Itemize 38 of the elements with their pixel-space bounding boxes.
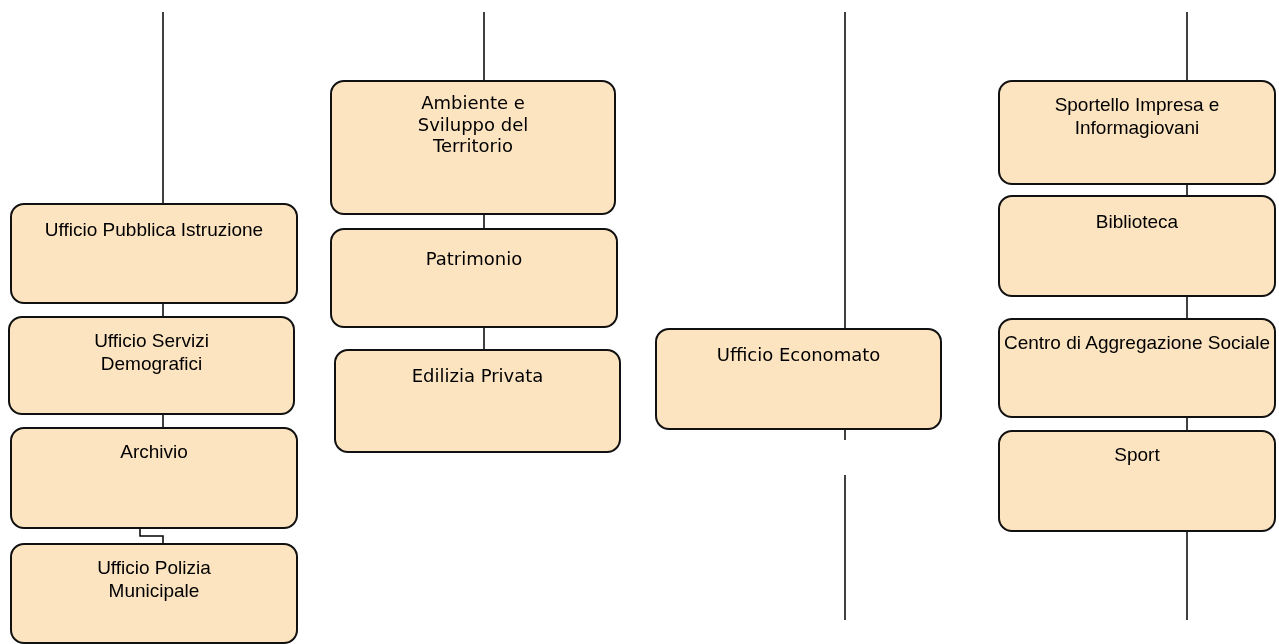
office-box	[10, 427, 298, 529]
office-name: Centro di Aggregazione Sociale	[1003, 332, 1271, 355]
connector-line	[1186, 11, 1188, 81]
connector-line	[1186, 296, 1188, 319]
office-box	[998, 318, 1276, 418]
office-box	[330, 228, 618, 328]
office-box	[8, 316, 295, 415]
office-name: Ufficio Servizi Demografici	[93, 330, 210, 376]
connector-line	[162, 11, 164, 204]
office-box	[998, 80, 1276, 185]
connector-line	[162, 414, 164, 428]
connector-line	[1186, 184, 1188, 196]
connector-line	[1186, 531, 1188, 621]
office-name: Edilizia Privata	[411, 365, 544, 387]
office-box	[334, 349, 621, 453]
office-box	[655, 328, 942, 430]
office-box	[330, 80, 616, 215]
office-name: Sportello Impresa e Informagiovani	[1053, 94, 1221, 140]
connector-line	[139, 528, 164, 544]
connector-line	[483, 327, 485, 350]
office-name: Ambiente e Sviluppo del Territorio	[416, 92, 530, 157]
office-name: Ufficio Polizia Municipale	[96, 557, 212, 603]
connector-line	[162, 303, 164, 317]
office-name: Patrimonio	[425, 248, 523, 270]
office-name: Sport	[1114, 444, 1160, 467]
office-box	[10, 543, 298, 644]
connector-line	[1186, 417, 1188, 431]
office-box	[10, 203, 298, 304]
connector-line	[483, 11, 485, 81]
connector-line	[844, 429, 846, 441]
office-box	[998, 430, 1276, 532]
office-box	[998, 195, 1276, 297]
connector-line	[844, 11, 846, 329]
connector-line	[483, 214, 485, 229]
office-name: Biblioteca	[1095, 211, 1179, 234]
office-name: Ufficio Economato	[716, 344, 881, 366]
office-name: Archivio	[120, 441, 188, 464]
office-name: Ufficio Pubblica Istruzione	[44, 219, 264, 242]
